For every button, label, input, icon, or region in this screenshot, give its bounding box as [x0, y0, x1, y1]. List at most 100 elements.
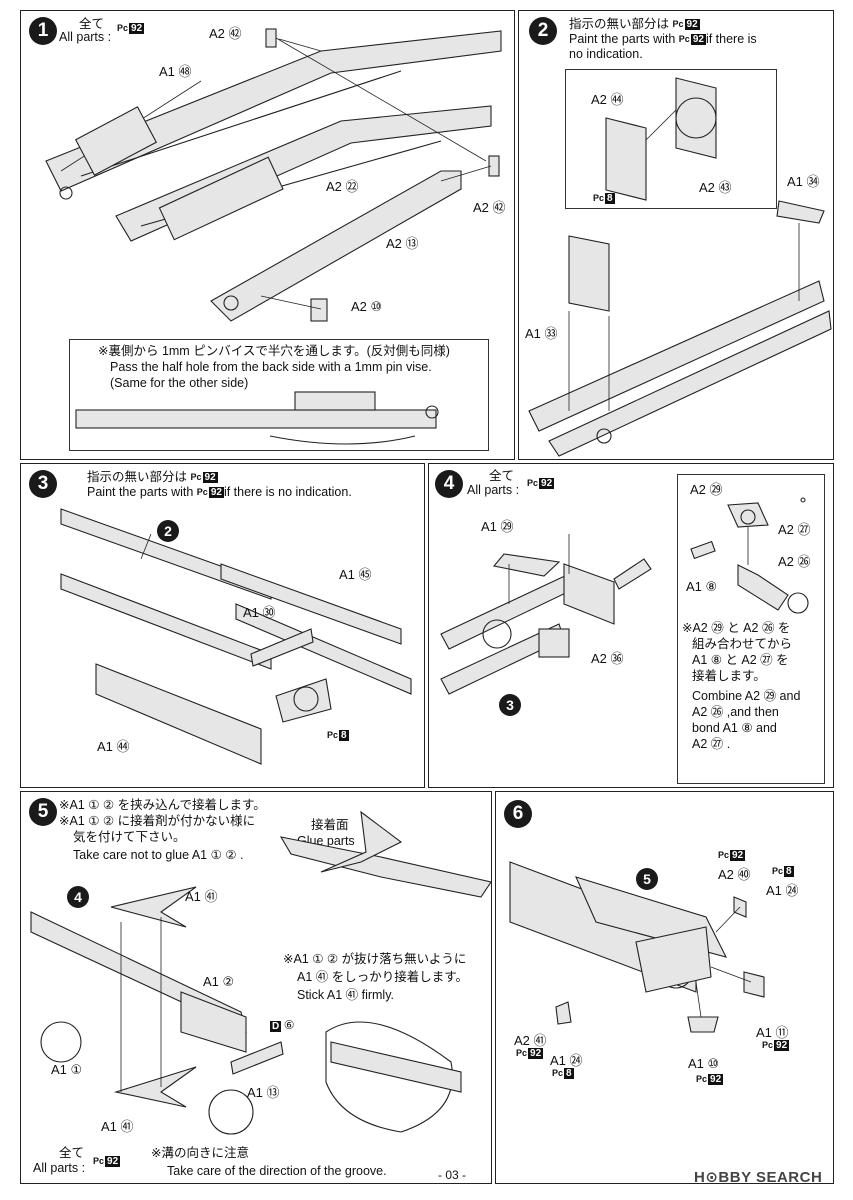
chassis-frame-drawing [45, 28, 502, 322]
part-label: A1 ㊹ [97, 739, 130, 754]
watermark: H⊙BBY SEARCH [694, 1169, 823, 1186]
step-3-number: 3 [29, 470, 57, 498]
ref-step-2: 2 [157, 520, 179, 542]
note-l5: Combine A2 ㉙ and [692, 689, 801, 703]
part-label: A1 ⑬ [247, 1085, 280, 1100]
stick-l1: ※A1 ① ② が抜け落ち無いように [283, 952, 467, 966]
driveshaft-drawing [440, 534, 652, 695]
note-l2: 組み合わせてから [692, 637, 793, 651]
part-label: A1 ㉙ [481, 519, 514, 534]
step-1-number: 1 [29, 17, 57, 45]
all-parts-en: All parts : [33, 1161, 86, 1175]
part-label: A2 ㊶ [514, 1033, 547, 1048]
glue-jp: 接着面 [311, 818, 349, 832]
note-jp: ※裏側から 1mm ピンバイスで半穴を通します。(反対側も同様) [98, 344, 450, 358]
part-label: A1 ① [51, 1062, 83, 1077]
ref-step-5: 5 [636, 868, 658, 890]
part-label: A1 ㊶ [101, 1119, 134, 1134]
frame-crossmember-drawing [60, 508, 412, 765]
part-label: A2 ㊹ [591, 92, 624, 107]
rear-axle-drawing [509, 861, 765, 1033]
part-label: A2 ㊵ [718, 867, 751, 882]
part-label: A1 ㊺ [339, 567, 372, 582]
ref-step-4: 4 [67, 886, 89, 908]
all-parts-jp: 全て [489, 469, 515, 483]
part-label: A1 ㉔ [766, 883, 799, 898]
part-label: A2 ㉖ [778, 554, 811, 569]
note-l3: A1 ⑧ と A2 ㉗ を [692, 653, 789, 667]
part-label: A1 ㊽ [159, 64, 192, 79]
groove-jp: ※溝の向きに注意 [151, 1146, 249, 1160]
all-parts-en: All parts : [467, 483, 520, 497]
coupling-subassembly-box: A2 ㉙ A2 ㉗ A2 ㉖ A1 ⑧ ※A2 ㉙ と A2 ㉖ を 組み合わせ… [677, 474, 825, 784]
step-4-number: 4 [435, 470, 463, 498]
part-label: A1 ⑧ [686, 579, 718, 594]
radiator-subassembly-box [565, 69, 777, 209]
part-label: A1 ㉔ [550, 1053, 583, 1068]
radiator-install-drawing [528, 200, 832, 457]
part-label: A2 ⑬ [386, 236, 419, 251]
note-l4: 接着します。 [692, 669, 766, 683]
note-en-2: (Same for the other side) [110, 376, 249, 390]
all-parts-jp: 全て [59, 1146, 85, 1160]
step-6-number: 6 [504, 800, 532, 828]
pin-vise-note-box: ※裏側から 1mm ピンバイスで半穴を通します。(反対側も同様) Pass th… [69, 339, 489, 451]
part-label: A1 ㊶ [185, 889, 218, 904]
part-label: A2 ⑩ [351, 299, 383, 314]
radiator-drawing [605, 77, 717, 201]
part-label: A2 ㉗ [778, 522, 811, 537]
note-en-1: Pass the half hole from the back side wi… [110, 360, 432, 374]
suspension-drawing [30, 810, 492, 1135]
note-l7: bond A1 ⑧ and [692, 721, 777, 735]
coupling-drawing [690, 497, 809, 614]
part-label: A1 ⑩ [688, 1056, 720, 1071]
groove-en: Take care of the direction of the groove… [167, 1164, 387, 1178]
frame-side-view-drawing [75, 391, 439, 445]
part-label: A2 ㊸ [699, 180, 732, 195]
decal-tag: D ⑥ [270, 1018, 295, 1032]
part-label: A1 ㉞ [787, 174, 820, 189]
note-l3: 気を付けて下さい。 [73, 830, 186, 844]
part-label: A2 ㉙ [690, 482, 723, 497]
ref-step-3: 3 [499, 694, 521, 716]
step-2-number: 2 [529, 17, 557, 45]
page-number: - 03 - [438, 1168, 467, 1182]
stick-l2: A1 ㊶ をしっかり接着します。 [297, 970, 468, 984]
note-l2: ※A1 ① ② に接着剤が付かない様に [59, 814, 256, 828]
part-label: A2 ㊷ [473, 200, 506, 215]
part-label: A1 ⑪ [756, 1025, 789, 1040]
part-label: A2 ㊷ [209, 26, 242, 41]
note-l1: ※A2 ㉙ と A2 ㉖ を [682, 621, 791, 635]
note-l4: Take care not to glue A1 ① ② . [73, 848, 244, 862]
step-5-number: 5 [29, 798, 57, 826]
step-5-panel: 5 ※A1 ① ② を挟み込んで接着します。 ※A1 ① ② に接着剤が付かない… [20, 791, 492, 1184]
note-l6: A2 ㉖ ,and then [692, 705, 779, 719]
note-l1: ※A1 ① ② を挟み込んで接着します。 [59, 798, 266, 812]
all-parts-jp: 全て [79, 17, 105, 31]
part-label: A1 ㉝ [525, 326, 558, 341]
part-label: A1 ② [203, 974, 235, 989]
part-label: A1 ㉚ [243, 605, 276, 620]
part-label: A2 ㊱ [591, 651, 624, 666]
header-en-2: no indication. [569, 47, 643, 61]
